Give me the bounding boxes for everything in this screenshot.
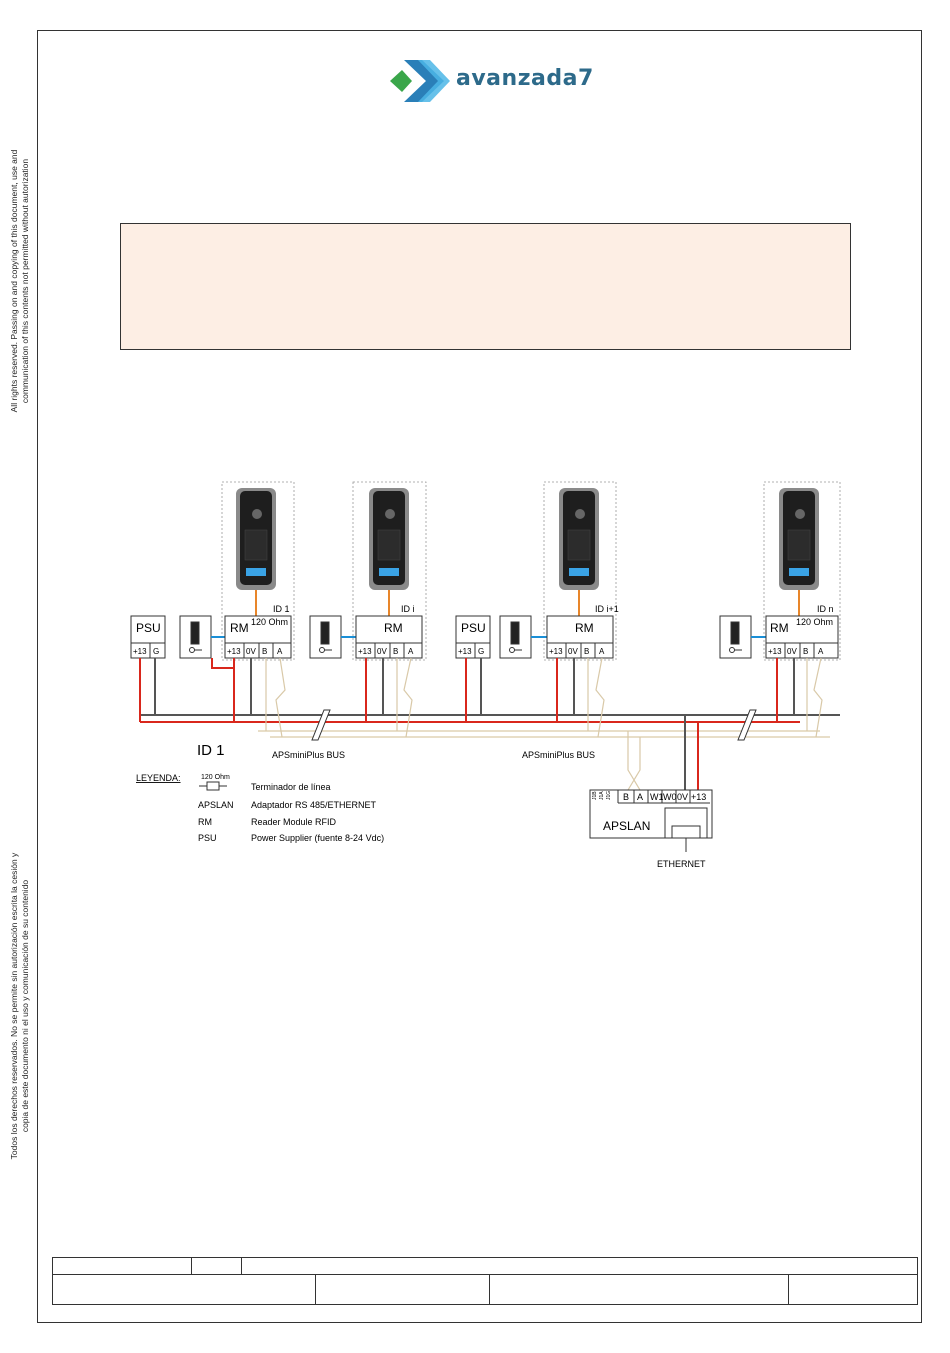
rm-terminal: A bbox=[818, 647, 824, 656]
door-lock-icon bbox=[179, 615, 212, 659]
apslan-terminal: W0 bbox=[663, 792, 677, 802]
legend-desc: Power Supplier (fuente 8-24 Vdc) bbox=[251, 833, 384, 843]
rm-terminal: +13 bbox=[227, 647, 241, 656]
legend-key: RM bbox=[198, 817, 212, 827]
reader-device-icon bbox=[779, 488, 819, 590]
bus-label: APSminiPlus BUS bbox=[522, 750, 595, 760]
id-big-label: ID 1 bbox=[197, 742, 225, 759]
rm-terminal: +13 bbox=[549, 647, 563, 656]
ethernet-label: ETHERNET bbox=[657, 859, 706, 869]
rm-terminal: A bbox=[408, 647, 414, 656]
rm-terminal: A bbox=[277, 647, 283, 656]
bus-label: APSminiPlus BUS bbox=[272, 750, 345, 760]
legend-desc: Adaptador RS 485/ETHERNET bbox=[251, 800, 377, 810]
apslan-jumper: J1A bbox=[599, 791, 605, 800]
rm-label: RM bbox=[575, 621, 594, 635]
legend-key: APSLAN bbox=[198, 800, 234, 810]
apslan-jumper: J1G bbox=[606, 791, 612, 800]
rm-terminal: 0V bbox=[246, 647, 256, 656]
reader-id-label: ID i bbox=[401, 604, 415, 614]
apslan-terminal: B bbox=[623, 792, 629, 802]
rm-terminal: 0V bbox=[377, 647, 387, 656]
rm-label: RM bbox=[384, 621, 403, 635]
psu-terminal: G bbox=[153, 647, 159, 656]
page-frame bbox=[37, 30, 922, 1323]
legend-key: PSU bbox=[198, 833, 217, 843]
brand-name: avanzada7 bbox=[456, 66, 594, 91]
rm-terminal: B bbox=[803, 647, 808, 656]
rm-terminal: A bbox=[599, 647, 605, 656]
legend-desc: Terminador de línea bbox=[251, 782, 331, 792]
rm-label: RM bbox=[770, 621, 789, 635]
psu-label: PSU bbox=[461, 621, 486, 635]
reader-id-label: ID i+1 bbox=[595, 604, 619, 614]
terminator-icon bbox=[199, 781, 227, 791]
rm-terminal: B bbox=[393, 647, 398, 656]
rm-terminal: 0V bbox=[568, 647, 578, 656]
rm-terminal: +13 bbox=[358, 647, 372, 656]
rm-terminal: B bbox=[262, 647, 267, 656]
psu-terminal: G bbox=[478, 647, 484, 656]
psu-terminal: +13 bbox=[458, 647, 472, 656]
rm-label: RM bbox=[230, 621, 249, 635]
rm-terminal: +13 bbox=[768, 647, 782, 656]
apslan-terminal: 0V bbox=[677, 792, 688, 802]
rm-terminal: B bbox=[584, 647, 589, 656]
apslan-label: APSLAN bbox=[603, 819, 650, 833]
reader-device-icon bbox=[559, 488, 599, 590]
apslan-terminal: W1 bbox=[650, 792, 664, 802]
brand-logo-icon bbox=[390, 60, 450, 102]
notice-box bbox=[120, 223, 851, 350]
rm-terminal: 0V bbox=[787, 647, 797, 656]
apslan-terminal: A bbox=[637, 792, 643, 802]
reader-id-label: ID n bbox=[817, 604, 834, 614]
door-lock-icon bbox=[499, 615, 532, 659]
door-lock-icon bbox=[719, 615, 752, 659]
terminator-label: 120 Ohm bbox=[796, 617, 833, 627]
legend-desc: Reader Module RFID bbox=[251, 817, 337, 827]
apslan-jumper: J1B bbox=[592, 791, 598, 800]
footer-title-block bbox=[52, 1257, 918, 1305]
terminator-label: 120 Ohm bbox=[251, 617, 288, 627]
reader-id-label: ID 1 bbox=[273, 604, 290, 614]
apslan-terminal: +13 bbox=[691, 792, 706, 802]
psu-terminal: +13 bbox=[133, 647, 147, 656]
legend-title: LEYENDA: bbox=[136, 773, 181, 783]
legend-ohm: 120 Ohm bbox=[201, 774, 230, 781]
psu-label: PSU bbox=[136, 621, 161, 635]
reader-device-icon bbox=[369, 488, 409, 590]
door-lock-icon bbox=[309, 615, 342, 659]
reader-device-icon bbox=[236, 488, 276, 590]
